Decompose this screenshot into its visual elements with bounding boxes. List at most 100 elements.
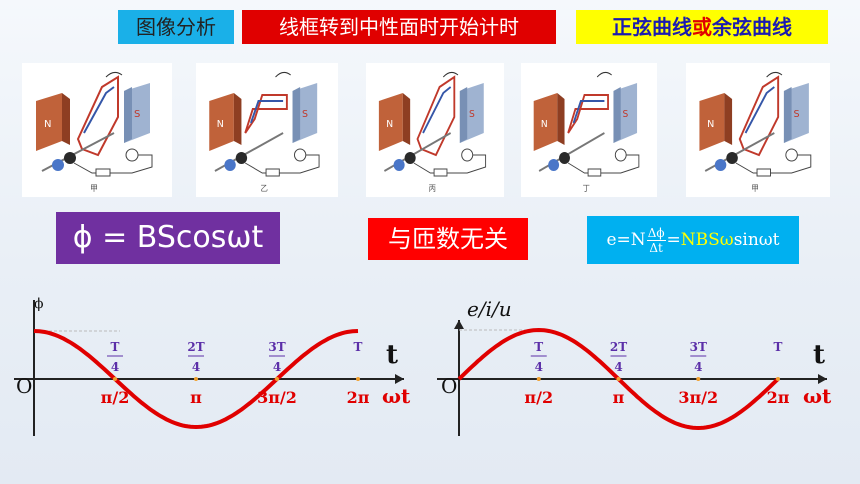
- period-tick-label: 3T: [690, 340, 707, 354]
- angle-tick-label: π/2: [524, 388, 553, 407]
- emf-peak: NBSω: [680, 229, 734, 250]
- emf-graph-axes: [437, 320, 827, 436]
- period-tick-label: T: [354, 340, 363, 354]
- meter-icon: [461, 148, 474, 162]
- tick-mark: [194, 377, 198, 381]
- n-pole-label: N: [541, 119, 548, 131]
- origin-label: O: [16, 374, 32, 398]
- s-pole-label: S: [623, 109, 629, 121]
- flux-graph-axes: [14, 300, 404, 436]
- angle-tick-label: π/2: [101, 388, 130, 407]
- angle-tick-label: 2π: [767, 388, 790, 407]
- n-pole-label: N: [707, 119, 714, 130]
- emf-graph: T 4 π/2 2T 4 π 3T 4 3π/2 T 2π e/i/uOt ωt: [437, 297, 832, 436]
- wt-axis-label: ωt: [803, 384, 832, 408]
- period-tick-denominator: 4: [111, 360, 119, 374]
- tick-mark: [696, 377, 701, 381]
- slip-ring: [52, 159, 64, 171]
- resistor-icon: [433, 168, 448, 177]
- slip-ring: [393, 159, 405, 171]
- period-tick-label: T: [111, 340, 120, 354]
- n-pole-magnet: [699, 93, 725, 151]
- emf-fraction-num: Δϕ: [646, 225, 666, 241]
- period-tick-denominator: 4: [614, 360, 622, 374]
- tick-mark: [616, 377, 621, 381]
- origin-label: O: [441, 374, 457, 398]
- y-axis-arrow-icon: [454, 320, 464, 329]
- slip-ring: [714, 159, 727, 171]
- angle-tick-label: π: [190, 388, 202, 407]
- emf-fraction-den: Δt: [649, 240, 663, 255]
- figure-caption: 甲: [90, 184, 98, 193]
- meter-icon: [785, 148, 798, 162]
- y-axis-label: e/i/u: [467, 297, 512, 321]
- emf-fraction: Δϕ Δt: [646, 225, 666, 255]
- x-axis-arrow-icon: [818, 374, 827, 384]
- y-axis-label: ϕ: [34, 296, 44, 312]
- generator-figure: N S 乙: [196, 63, 338, 197]
- period-tick-denominator: 4: [694, 360, 702, 374]
- resistor-icon: [265, 168, 280, 177]
- period-tick-denominator: 4: [535, 360, 543, 374]
- generator-figure: N S 丙: [366, 63, 504, 197]
- s-pole-label: S: [469, 109, 475, 120]
- coil-loop: [567, 94, 609, 134]
- period-tick-label: 2T: [610, 340, 627, 354]
- angle-tick-label: 2π: [347, 388, 370, 407]
- tick-mark: [113, 377, 117, 381]
- slip-ring: [548, 159, 560, 171]
- tick-mark: [776, 377, 780, 381]
- period-tick-label: T: [534, 340, 543, 354]
- figure-caption: 乙: [260, 184, 268, 193]
- angle-tick-label: 3π/2: [257, 388, 297, 407]
- meter-icon: [614, 148, 627, 162]
- turns-independent-note: 与匝数无关: [368, 218, 528, 260]
- s-pole-label: S: [302, 109, 308, 120]
- meter-icon: [125, 148, 139, 162]
- cosine-curve-text: 余弦曲线: [712, 15, 792, 39]
- n-pole-label: N: [44, 119, 51, 130]
- analysis-tag: 图像分析: [118, 10, 234, 44]
- emf-equals: =: [666, 229, 681, 250]
- s-pole-label: S: [794, 109, 800, 120]
- timing-note-tag: 线框转到中性面时开始计时: [242, 10, 556, 44]
- sine-curve-text: 正弦曲线: [612, 15, 692, 39]
- flux-curve: [33, 329, 359, 430]
- tick-mark: [356, 377, 360, 381]
- t-axis-label: t: [386, 340, 398, 370]
- period-tick-denominator: 4: [192, 360, 200, 374]
- curve-type-tag: 正弦曲线或余弦曲线: [576, 10, 828, 44]
- resistor-icon: [95, 168, 111, 177]
- tick-mark: [536, 377, 541, 381]
- period-tick-label: 3T: [268, 340, 285, 354]
- n-pole-magnet: [378, 93, 403, 151]
- resistor-icon: [756, 168, 771, 177]
- x-axis-arrow-icon: [395, 374, 404, 384]
- flux-formula-box: ϕ = BScosωt: [56, 212, 280, 264]
- emf-prefix: e=N: [606, 229, 646, 250]
- t-axis-label: t: [813, 340, 825, 370]
- tick-mark: [275, 377, 279, 381]
- angle-tick-label: π: [613, 388, 625, 407]
- wt-axis-label: ωt: [382, 384, 411, 408]
- n-pole-magnet: [36, 93, 62, 151]
- n-pole-magnet: [209, 93, 234, 151]
- emf-sin: sinωt: [733, 229, 780, 250]
- figure-caption: 丙: [429, 184, 437, 193]
- generator-figure: N S 甲: [22, 63, 172, 197]
- n-pole-label: N: [217, 119, 224, 130]
- resistor-icon: [587, 168, 602, 177]
- generator-figure: N S 甲: [686, 63, 830, 197]
- period-tick-label: T: [774, 340, 783, 354]
- or-text: 或: [692, 15, 712, 39]
- slip-ring: [224, 159, 236, 171]
- n-pole-label: N: [386, 119, 393, 130]
- figure-caption: 甲: [751, 184, 759, 193]
- period-tick-label: 2T: [187, 340, 204, 354]
- angle-tick-label: 3π/2: [678, 388, 718, 407]
- s-pole-label: S: [134, 109, 140, 120]
- coil-loop: [244, 94, 288, 134]
